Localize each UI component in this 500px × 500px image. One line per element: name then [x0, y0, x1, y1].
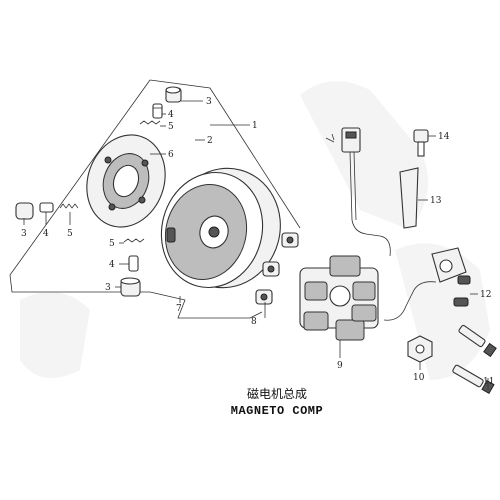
- callout-14: 14: [438, 132, 450, 142]
- callout-4-top: 4: [168, 110, 174, 120]
- leader-lines: [23, 100, 489, 390]
- part-4-plunger-left: [39, 202, 54, 213]
- caption-chinese: 磁电机总成: [247, 386, 307, 401]
- part-8-bolts: [255, 232, 299, 305]
- part-4-plunger-lower: [128, 255, 139, 272]
- callout-1: 1: [252, 121, 258, 131]
- callout-7: 7: [176, 304, 182, 314]
- group-outline-lines: [9, 79, 301, 319]
- part-2-flywheel-rotor: [160, 167, 281, 289]
- part-12-pickup-sensor: [431, 247, 471, 307]
- callout-13: 13: [430, 196, 442, 206]
- callout-3-top: 3: [206, 97, 212, 107]
- part-5-spring-lower: [123, 238, 145, 243]
- part-9-stator: [299, 255, 379, 341]
- part-4-plunger-top: [152, 103, 163, 119]
- part-14-bolt: [413, 129, 429, 157]
- callout-4-left: 4: [43, 229, 49, 239]
- callout-8: 8: [251, 317, 257, 327]
- part-5-spring-left: [59, 203, 79, 209]
- callout-5-left: 5: [67, 229, 73, 239]
- callout-3-left: 3: [21, 229, 27, 239]
- callout-3-lower: 3: [105, 283, 111, 293]
- callout-5-top: 5: [168, 122, 174, 132]
- callout-5-lower: 5: [109, 239, 115, 249]
- callout-4-lower: 4: [109, 260, 115, 270]
- part-3-cap-lower: [120, 277, 141, 297]
- caption-english: MAGNETO COMP: [231, 404, 323, 418]
- callout-11: 11: [483, 377, 494, 387]
- callout-12: 12: [480, 290, 491, 300]
- callout-labels: 1 2 3 4 5 6 3 4 5 5 4 3 7 8 9 10 11 12 1…: [21, 97, 494, 387]
- part-13-wire-clamp: [399, 167, 419, 229]
- callout-9: 9: [337, 361, 343, 371]
- callout-10: 10: [413, 373, 425, 383]
- callout-2: 2: [207, 136, 213, 146]
- wiring-harness: [325, 127, 437, 321]
- part-6-clutch-plate: [86, 134, 166, 228]
- part-3-cap-left: [15, 202, 34, 220]
- part-3-cap-top: [165, 86, 182, 103]
- part-11-bolts: [452, 324, 497, 395]
- part-10-nut: [407, 335, 433, 363]
- callout-6: 6: [168, 150, 174, 160]
- part-5-spring-top: [139, 120, 161, 125]
